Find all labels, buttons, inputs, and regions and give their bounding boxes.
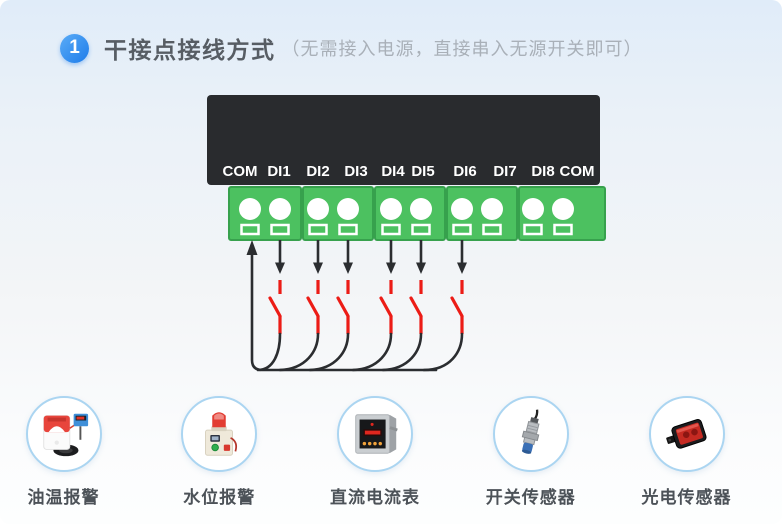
section-title: 干接点接线方式	[104, 37, 276, 63]
terminal-label-di8: DI8	[531, 163, 554, 180]
terminal-block-1	[228, 186, 302, 241]
water-level-alarm-icon	[205, 412, 238, 456]
switch-wire-di4	[351, 240, 396, 372]
terminal-label-di2: DI2	[306, 163, 329, 180]
switch-blade-di2	[306, 296, 320, 318]
terminal-label-di1: DI1	[267, 163, 290, 180]
device-circle	[25, 396, 102, 472]
terminal-label-di4: DI4	[381, 163, 405, 180]
dc-ammeter-icon	[355, 414, 398, 454]
device-circle	[648, 396, 725, 472]
terminal-label-di3: DI3	[344, 163, 367, 180]
device-label: 水位报警	[183, 488, 256, 507]
switch-blade-di1	[268, 296, 282, 318]
switch-wire-di5	[381, 240, 426, 372]
device-label: 开关传感器	[485, 488, 576, 507]
device-label: 光电传感器	[641, 488, 732, 507]
terminal-labels: COM DI1 DI2 DI3 DI4 DI5 DI6 DI7 DI8 COM	[223, 163, 595, 180]
device-circle	[492, 396, 569, 472]
terminal-label-di6: DI6	[453, 163, 476, 180]
step-number-badge: 1	[60, 33, 89, 63]
terminal-block-3	[374, 186, 446, 241]
wiring-diagram: COM DI1 DI2 DI3 DI4 DI5 DI6 DI7 DI8 COM	[207, 95, 606, 372]
section-header: 1 干接点接线方式 （无需接入电源，直接串入无源开关即可）	[60, 31, 643, 65]
switch-blade-di5	[409, 296, 423, 318]
device-water-level-alarm: 水位报警	[162, 396, 277, 508]
switch-wires	[256, 240, 467, 372]
switch-blade-di6	[450, 296, 464, 318]
terminal-blocks	[228, 186, 606, 241]
photoelectric-sensor-icon	[665, 419, 707, 449]
device-circle	[181, 396, 258, 472]
terminal-label-di5: DI5	[411, 163, 434, 180]
device-label: 直流电流表	[330, 488, 420, 507]
switch-blade-di3	[336, 296, 350, 318]
terminal-label-com-right: COM	[560, 163, 595, 180]
example-devices-row: 油温报警 水位报警	[0, 396, 782, 508]
device-switch-sensor: 开关传感器	[473, 396, 588, 508]
device-photoelectric-sensor: 光电传感器	[629, 396, 744, 508]
terminal-block-4	[446, 186, 518, 241]
switch-wire-di3	[308, 240, 353, 372]
device-panel	[207, 95, 600, 185]
device-oil-temperature-alarm: 油温报警	[6, 396, 121, 508]
switch-wire-di2	[278, 240, 323, 372]
terminal-label-di7: DI7	[493, 163, 516, 180]
switch-wire-di6	[422, 240, 467, 372]
switch-sensor-icon	[521, 409, 540, 454]
device-circle	[337, 396, 413, 472]
switch-wire-di1	[256, 240, 285, 372]
up-arrowhead	[246, 240, 258, 255]
section-subtitle: （无需接入电源，直接串入无源开关即可）	[281, 39, 643, 59]
terminal-block-2	[302, 186, 374, 241]
terminal-label-com-left: COM	[223, 163, 258, 180]
terminal-block-5	[518, 186, 606, 241]
switch-blade-di4	[379, 296, 393, 318]
device-label: 油温报警	[27, 488, 100, 507]
oil-temperature-alarm-icon	[42, 413, 88, 457]
device-dc-ammeter: 直流电流表	[318, 396, 433, 508]
